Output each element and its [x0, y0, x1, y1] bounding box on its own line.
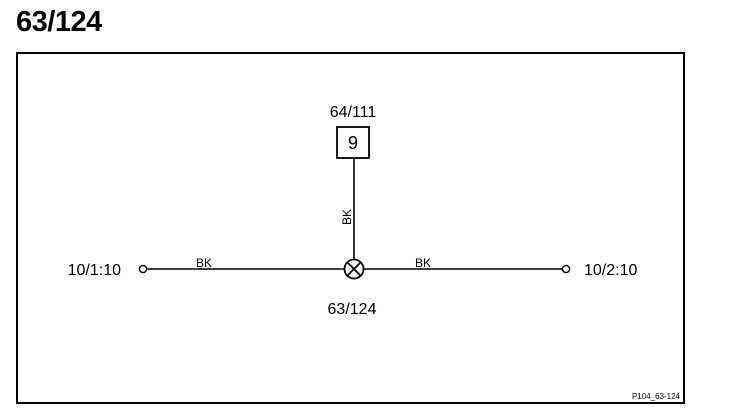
reference-code: P104_63-124 — [632, 392, 681, 401]
connector-top-pin-box — [336, 126, 370, 159]
wire-left-color-label: BK — [196, 256, 212, 270]
connector-left-label: 10/1:10 — [68, 262, 121, 279]
splice-label: 63/124 — [328, 301, 377, 318]
diagram-frame — [16, 52, 685, 404]
terminal-right-icon — [561, 264, 571, 274]
splice-icon — [343, 258, 365, 280]
page-title: 63/124 — [16, 6, 102, 38]
connector-top-label: 64/111 — [330, 104, 377, 121]
wire-right-color-label: BK — [415, 256, 431, 270]
connector-top-pin-number: 9 — [348, 133, 358, 153]
wire-vertical-color-label: BK — [340, 209, 354, 225]
terminal-left-icon — [138, 264, 148, 274]
connector-right-label: 10/2:10 — [584, 262, 637, 279]
